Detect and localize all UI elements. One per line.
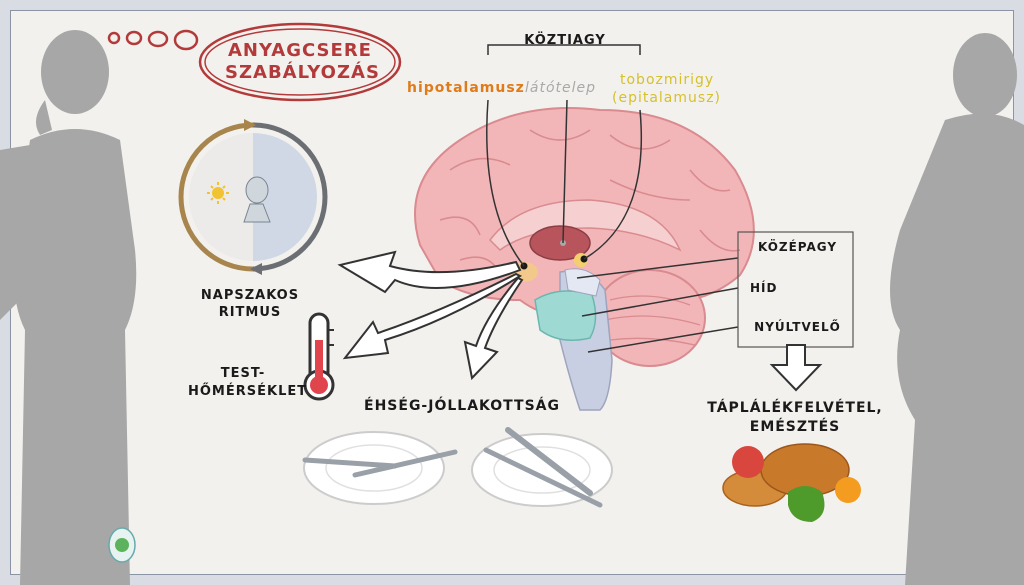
intake-label-line1: TÁPLÁLÉKFELVÉTEL,: [707, 400, 883, 416]
food-group: [722, 443, 861, 522]
pepper-icon: [788, 486, 825, 522]
apple-icon: [732, 446, 764, 478]
temperature-label-line2: HŐMÉRSÉKLET: [188, 384, 308, 399]
bubble-title-line1: ANYAGCSERE: [228, 40, 372, 61]
temperature-label-line1: TEST-: [220, 366, 266, 381]
midbrain-label: KÖZÉPAGY: [757, 240, 838, 254]
thought-bubble: [107, 22, 402, 102]
intake-label-line2: EMÉSZTÉS: [749, 419, 841, 435]
sun-icon: [207, 182, 229, 204]
output-arrows: [337, 250, 823, 392]
pineal-label-line1: tobozmirigy: [620, 72, 715, 88]
medulla-label: NYÚLTVELŐ: [754, 320, 841, 334]
circadian-label-line2: RITMUS: [218, 305, 282, 320]
circadian-label-line1: NAPSZAKOS: [200, 288, 300, 303]
frog-logo-icon: [108, 527, 136, 563]
pons-label: HÍD: [750, 281, 778, 295]
thalamus-label: látótelep: [525, 80, 597, 96]
head-icon: [243, 176, 271, 223]
day-night-cycle: [178, 119, 328, 275]
hunger-satiety-label: ÉHSÉG-JÓLLAKOTTSÁG: [364, 398, 560, 414]
left-silhouette-icon: [0, 30, 137, 585]
diencephalon-header: KÖZTIAGY: [524, 33, 606, 48]
knife-icon: [352, 427, 593, 496]
orange-icon: [835, 477, 861, 503]
plate-icon: [303, 431, 613, 507]
pointer-lines: [486, 44, 739, 353]
bubble-title-line2: SZABÁLYOZÁS: [225, 62, 380, 83]
thermometer-icon: [303, 312, 335, 401]
hypothalamus-label: hipotalamusz: [407, 80, 525, 96]
right-silhouette-icon: [890, 33, 1024, 585]
pineal-label-line2: (epitalamusz): [612, 90, 722, 106]
